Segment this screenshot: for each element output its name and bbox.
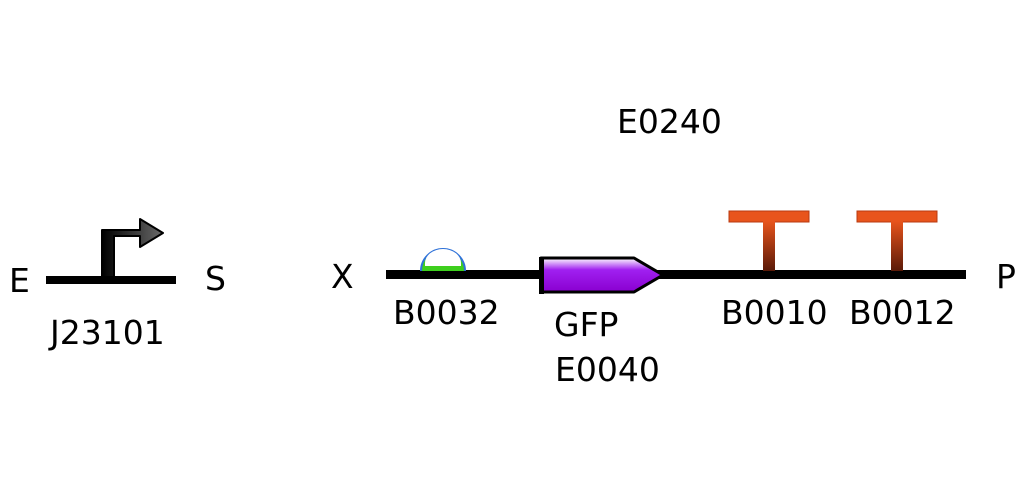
promoter-right-site-label: S [205,259,226,298]
promoter-construct [46,218,176,284]
terminator-1-label: B0010 [721,293,828,332]
promoter-arrow-icon [101,218,164,278]
cds-name-label: GFP [554,305,619,344]
device-backbone [386,270,966,279]
terminator-icon [728,210,810,271]
device-construct [386,210,966,294]
promoter-left-site-label: E [9,261,30,300]
terminator-2-label: B0012 [849,293,956,332]
terminator-icon [856,210,938,271]
promoter-backbone [46,276,176,284]
cds-id-label: E0040 [555,350,660,389]
device-left-site-label: X [331,257,354,296]
rbs-label: B0032 [393,293,500,332]
cds-arrow-icon [539,256,665,294]
promoter-part-label: J23101 [50,313,165,352]
device-right-site-label: P [996,257,1016,296]
device-name-label: E0240 [617,102,722,141]
rbs-icon [420,248,466,272]
